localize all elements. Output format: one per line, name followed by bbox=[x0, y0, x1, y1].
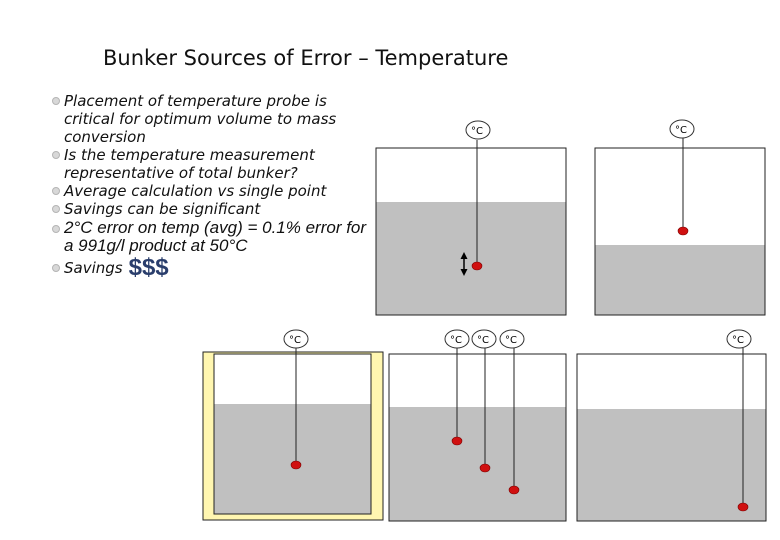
bullet-text: Average calculation vs single point bbox=[64, 182, 327, 200]
bullet-text: Placement of temperature probe is critic… bbox=[64, 92, 337, 146]
probe-label: °C bbox=[477, 335, 489, 346]
tank-single-probe: °C bbox=[594, 119, 766, 316]
probe-head-circle bbox=[471, 329, 497, 349]
bullet-text: 2°C error on temp (avg) = 0.1% error for… bbox=[64, 218, 367, 255]
bullet-item-savings: Savings $$$ bbox=[50, 256, 370, 280]
probe-label: °C bbox=[289, 335, 301, 346]
tank-liquid bbox=[376, 202, 566, 315]
probe-head: °C bbox=[726, 329, 752, 349]
bullet-dot-icon bbox=[52, 225, 60, 233]
probe-head: °C bbox=[499, 329, 525, 349]
tank-multi-probe: °C °C °C bbox=[388, 329, 567, 522]
probe-head-circle bbox=[444, 329, 470, 349]
probe-head-circle bbox=[499, 329, 525, 349]
bullet-item: Placement of temperature probe is critic… bbox=[50, 92, 370, 146]
probe-tip bbox=[737, 502, 749, 512]
probe-head: °C bbox=[669, 119, 695, 139]
bullet-dot-icon bbox=[52, 205, 60, 213]
bullet-item: Average calculation vs single point bbox=[50, 182, 370, 200]
savings-label: Savings bbox=[64, 259, 123, 277]
probe-label: °C bbox=[732, 335, 744, 346]
tank-liquid bbox=[214, 404, 371, 514]
savings-symbol: $$$ bbox=[128, 254, 169, 281]
probe-head-circle bbox=[669, 119, 695, 139]
probe-tip bbox=[451, 436, 463, 446]
tank-bottom-probe: °C bbox=[576, 329, 767, 522]
probe-head-circle bbox=[283, 329, 309, 349]
probe-label: °C bbox=[450, 335, 462, 346]
probe-tip bbox=[508, 485, 520, 495]
bullet-item: Savings can be significant bbox=[50, 200, 370, 218]
probe-head: °C bbox=[283, 329, 309, 349]
tank-liquid bbox=[595, 245, 765, 315]
bullet-text: Is the temperature measurement represent… bbox=[64, 146, 315, 182]
probe-head: °C bbox=[465, 120, 491, 140]
probe-label: °C bbox=[471, 126, 483, 137]
probe-tip bbox=[471, 261, 483, 271]
bullet-dot-icon bbox=[52, 187, 60, 195]
probe-head: °C bbox=[444, 329, 470, 349]
probe-tip bbox=[479, 463, 491, 473]
probe-tip bbox=[677, 226, 689, 236]
tank-single-probe-arrow: °C bbox=[375, 120, 567, 316]
probe-tip bbox=[290, 460, 302, 470]
probe-label: °C bbox=[675, 125, 687, 136]
probe-head-circle bbox=[465, 120, 491, 140]
bullet-list: Placement of temperature probe is critic… bbox=[50, 92, 370, 280]
probe-head: °C bbox=[471, 329, 497, 349]
double-arrow-icon bbox=[460, 252, 468, 276]
tank-insulated: °C bbox=[202, 329, 384, 521]
bullet-text: Savings can be significant bbox=[64, 200, 261, 218]
bullet-dot-icon bbox=[52, 97, 60, 105]
bullet-dot-icon bbox=[52, 264, 60, 272]
bullet-item: Is the temperature measurement represent… bbox=[50, 146, 370, 182]
probe-label: °C bbox=[505, 335, 517, 346]
probe-head-circle bbox=[726, 329, 752, 349]
tank-liquid bbox=[389, 407, 566, 521]
bullet-dot-icon bbox=[52, 151, 60, 159]
slide-title: Bunker Sources of Error – Temperature bbox=[103, 46, 509, 70]
bullet-item: 2°C error on temp (avg) = 0.1% error for… bbox=[50, 218, 370, 255]
tank-liquid bbox=[577, 409, 766, 521]
